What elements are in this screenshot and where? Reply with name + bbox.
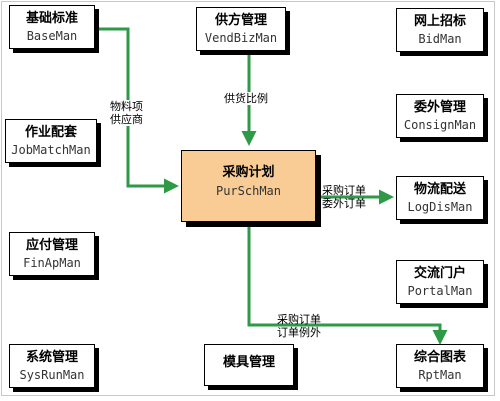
module-baseman: 基础标准 BaseMan	[9, 5, 95, 49]
module-name: 模具管理	[222, 355, 275, 370]
module-bidman: 网上招标 BidMan	[396, 8, 484, 52]
module-code: PortalMan	[407, 284, 473, 298]
module-name: 综合图表	[413, 350, 466, 365]
module-portalman: 交流门户 PortalMan	[396, 260, 484, 304]
module-sysrunman: 系统管理 SysRunMan	[9, 344, 95, 388]
edge-label-line: 供应商	[110, 113, 143, 126]
module-vendbizman: 供方管理 VendBizMan	[196, 7, 286, 51]
edge-label-line: 供货比例	[224, 92, 268, 105]
module-logdisman: 物流配送 LogDisMan	[396, 176, 484, 220]
module-name: 系统管理	[25, 350, 78, 365]
module-consignman: 委外管理 ConsignMan	[396, 94, 484, 138]
module-code: LogDisMan	[407, 200, 473, 214]
arrow-purschman-to-rptman	[247, 224, 448, 345]
module-name: 委外管理	[413, 100, 466, 115]
module-name: 采购计划	[222, 165, 275, 180]
module-name: 基础标准	[25, 11, 78, 26]
edge-label-vendbizman-to-purschman: 供货比例	[224, 92, 268, 105]
module-code: JobMatchMan	[11, 143, 91, 157]
module-name: 交流门户	[413, 266, 466, 281]
diagram-frame	[1, 1, 495, 396]
edge-label-baseman-to-purschman: 物料项 供应商	[110, 100, 143, 126]
edge-label-line: 订单例外	[277, 326, 321, 339]
module-rptman: 综合图表 RptMan	[396, 344, 484, 388]
module-name: 物流配送	[413, 182, 466, 197]
module-code: PurSchMan	[215, 184, 282, 198]
module-code: FinApMan	[23, 256, 81, 270]
module-name: 应付管理	[25, 238, 78, 253]
edge-label-purschman-to-rptman: 采购订单 订单例外	[277, 313, 321, 339]
module-finapman: 应付管理 FinApMan	[9, 232, 95, 276]
module-code: BaseMan	[26, 29, 78, 43]
edge-label-line: 委外订单	[322, 197, 366, 210]
module-jobmatchman: 作业配套 JobMatchMan	[5, 119, 97, 163]
edge-label-line: 采购订单	[277, 313, 321, 326]
module-code: BidMan	[418, 32, 462, 46]
module-name: 网上招标	[413, 14, 466, 29]
edge-label-line: 采购订单	[322, 184, 366, 197]
edge-label-purschman-to-logdisman: 采购订单 委外订单	[322, 184, 366, 210]
module-name: 供方管理	[214, 13, 267, 28]
module-code: ConsignMan	[403, 118, 477, 132]
module-mould: 模具管理	[204, 344, 294, 386]
edge-label-line: 物料项	[110, 100, 143, 113]
module-code: RptMan	[418, 368, 462, 382]
module-code: SysRunMan	[19, 368, 85, 382]
module-name: 作业配套	[24, 125, 77, 140]
module-purschman: 采购计划 PurSchMan	[181, 150, 316, 222]
module-code: VendBizMan	[204, 31, 278, 45]
